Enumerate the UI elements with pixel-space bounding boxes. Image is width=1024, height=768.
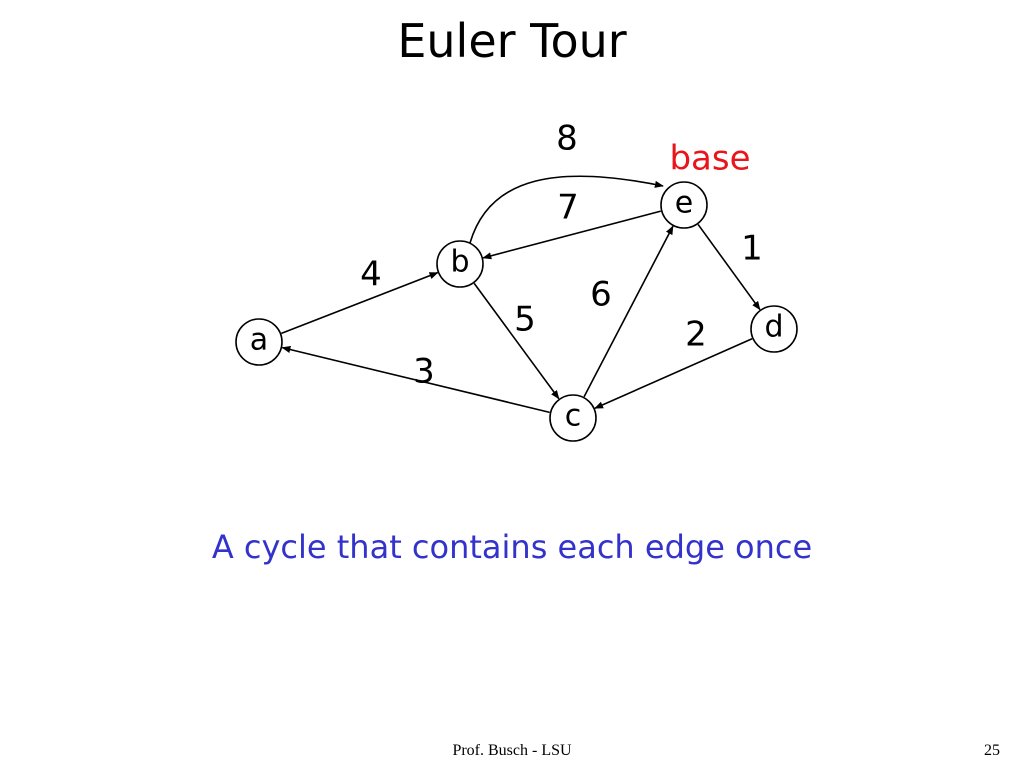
edge-order-label-3: 3 <box>413 352 435 392</box>
edge-order-label-8: 8 <box>556 119 578 159</box>
edge-order-label-7: 7 <box>557 188 579 228</box>
base-label: base <box>669 139 750 179</box>
edge-order-label-2: 2 <box>685 315 707 355</box>
node-label-a: a <box>250 323 268 358</box>
slide-title: Euler Tour <box>397 14 627 68</box>
edge-order-label-1: 1 <box>741 229 763 269</box>
edge-b-c <box>473 282 560 400</box>
edge-c-a <box>281 346 550 414</box>
edge-b-e <box>469 175 664 244</box>
edge-c-e <box>583 225 674 398</box>
edge-order-label-4: 4 <box>360 255 382 295</box>
node-label-e: e <box>675 186 693 221</box>
node-b <box>436 240 484 288</box>
node-e <box>660 181 708 229</box>
edge-a-b <box>281 271 439 335</box>
node-d <box>750 305 798 353</box>
edge-e-b <box>482 210 661 260</box>
node-a <box>235 318 283 366</box>
node-label-c: c <box>565 399 582 434</box>
footer-text: Prof. Busch - LSU <box>452 742 572 759</box>
edge-order-label-5: 5 <box>514 300 536 340</box>
edge-order-label-6: 6 <box>590 275 612 315</box>
caption-text: A cycle that contains each edge once <box>211 528 813 566</box>
edge-e-d <box>697 223 761 311</box>
edge-d-c <box>594 337 753 410</box>
node-label-b: b <box>450 245 469 280</box>
node-label-d: d <box>764 310 783 345</box>
page-number: 25 <box>984 742 1000 759</box>
node-c <box>549 394 597 442</box>
